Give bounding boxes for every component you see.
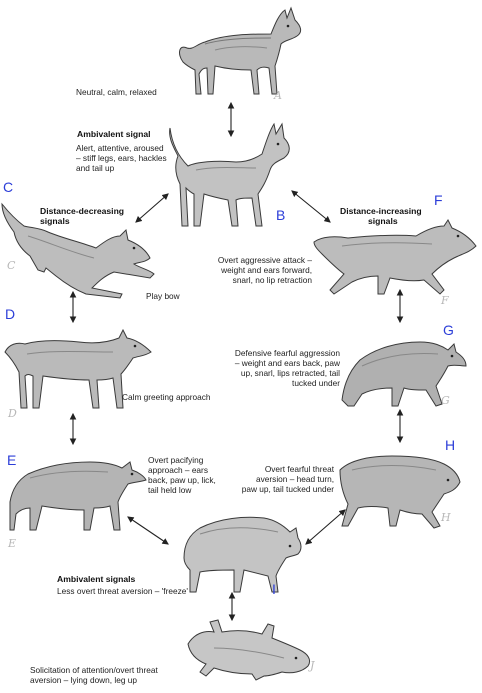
panel-i-caption: Less overt threat aversion – 'freeze' bbox=[57, 586, 188, 596]
dog-e-pacifying-illustration bbox=[8, 450, 148, 536]
dog-b-alert-illustration bbox=[166, 118, 296, 230]
panel-h-letter: H bbox=[445, 437, 456, 453]
panel-e-caption-1: Overt pacifying bbox=[148, 455, 204, 465]
panel-e-caption-3: back, paw up, lick, bbox=[148, 475, 216, 485]
panel-e-gray-letter: E bbox=[8, 537, 17, 550]
dog-a-neutral-illustration bbox=[175, 4, 305, 100]
panel-b-letter: B bbox=[276, 207, 286, 223]
panel-f-gray-letter: F bbox=[441, 294, 449, 307]
panel-e-letter: E bbox=[7, 452, 17, 468]
panel-a-letter: A bbox=[274, 89, 282, 102]
panel-j-caption-2: aversion – lying down, leg up bbox=[30, 675, 138, 685]
panel-i-heading: Ambivalent signals bbox=[57, 574, 136, 584]
panel-f-caption-3: snarl, no lip retraction bbox=[232, 275, 312, 285]
panel-g-caption-4: tucked under bbox=[292, 378, 340, 388]
panel-g-caption-2: – weight and ears back, paw bbox=[234, 358, 340, 368]
panel-f-letter: F bbox=[434, 192, 443, 208]
panel-c-caption: Play bow bbox=[146, 291, 180, 301]
panel-e-caption-2: approach – ears bbox=[148, 465, 208, 475]
panel-e-caption-4: tail held low bbox=[148, 485, 192, 495]
panel-h-caption-3: paw up, tail tucked under bbox=[241, 484, 334, 494]
dog-c-playbow-illustration bbox=[0, 196, 156, 299]
panel-g-caption-1: Defensive fearful aggression bbox=[234, 348, 340, 358]
panel-a-caption: Neutral, calm, relaxed bbox=[76, 87, 157, 97]
panel-c-gray-letter: C bbox=[7, 259, 16, 272]
panel-j-gray-letter: J bbox=[310, 659, 315, 672]
panel-h-caption-2: aversion – head turn, bbox=[256, 474, 334, 484]
panel-h-gray-letter: H bbox=[441, 511, 451, 524]
dog-d-greeting-illustration bbox=[3, 324, 155, 412]
panel-d-letter: D bbox=[5, 306, 16, 322]
panel-c-letter: C bbox=[3, 179, 14, 195]
panel-j-caption-1: Solicitation of attention/overt threat bbox=[30, 665, 158, 675]
dog-g-defensive-illustration bbox=[338, 330, 468, 408]
panel-g-gray-letter: G bbox=[441, 394, 450, 407]
panel-f-heading-2: signals bbox=[368, 216, 398, 226]
panel-d-gray-letter: D bbox=[8, 407, 17, 420]
panel-f-caption-2: weight and ears forward, bbox=[221, 265, 312, 275]
panel-c-heading-1: Distance-decreasing bbox=[40, 206, 125, 216]
panel-c-heading-2: signals bbox=[40, 216, 70, 226]
panel-b-caption-1: Alert, attentive, aroused bbox=[76, 143, 164, 153]
panel-b-heading: Ambivalent signal bbox=[77, 129, 151, 139]
panel-f-caption-1: Overt aggressive attack – bbox=[217, 255, 312, 265]
panel-g-caption-3: up, snarl, lips retracted, tail bbox=[240, 368, 340, 378]
dog-f-attack-illustration bbox=[312, 218, 478, 300]
dog-j-lying-illustration bbox=[184, 618, 314, 682]
panel-b-caption-3: and tail up bbox=[76, 163, 115, 173]
panel-g-letter: G bbox=[443, 322, 454, 338]
panel-i-letter: I bbox=[272, 581, 276, 597]
panel-h-caption-1: Overt fearful threat bbox=[264, 464, 334, 474]
dog-h-aversion-illustration bbox=[336, 450, 462, 530]
panel-b-caption-2: – stiff legs, ears, hackles bbox=[76, 153, 167, 163]
dog-i-freeze-illustration bbox=[180, 508, 304, 594]
panel-f-heading-1: Distance-increasing bbox=[340, 206, 422, 216]
panel-d-caption: Calm greeting approach bbox=[122, 392, 211, 402]
